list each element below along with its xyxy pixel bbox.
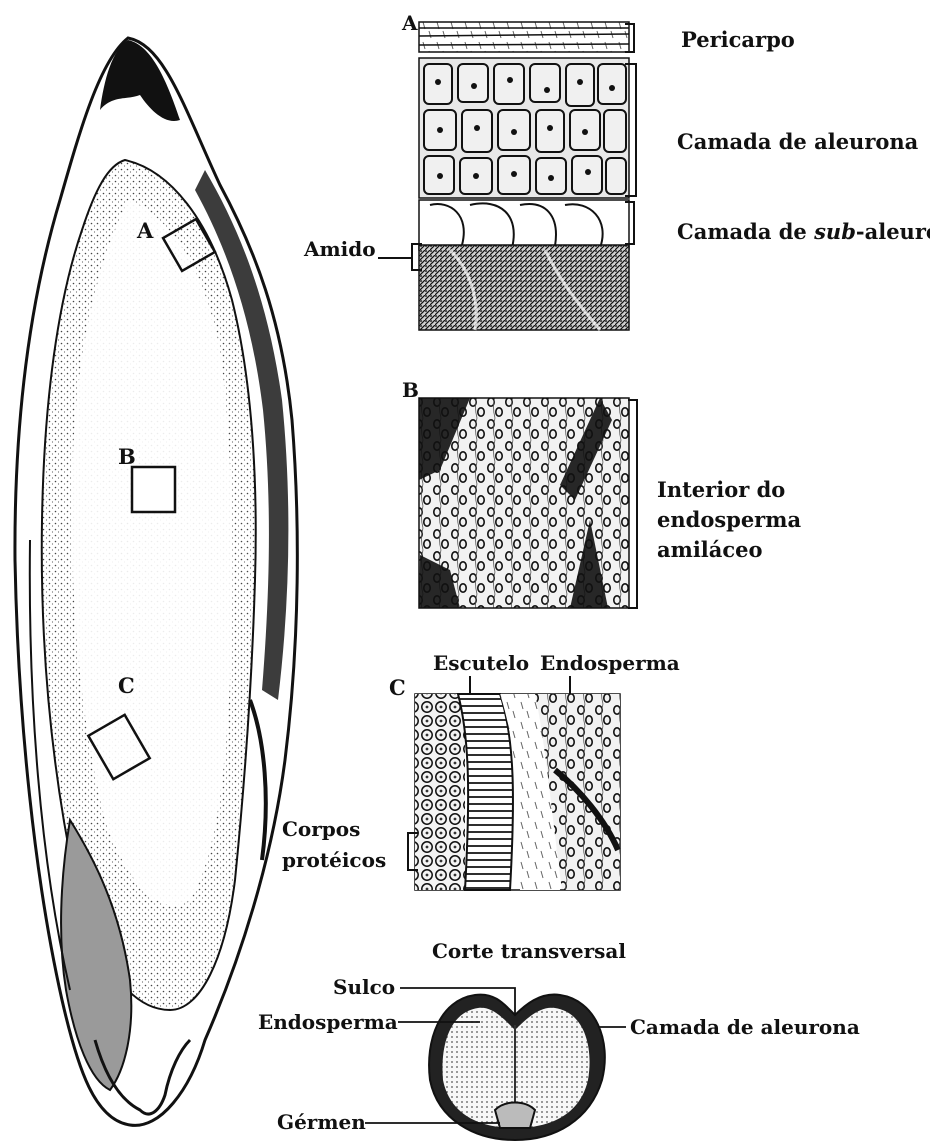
subaleurone-prefix: Camada de	[677, 219, 814, 244]
panel-c-letter: C	[389, 676, 406, 700]
cross-section-illustration	[365, 988, 626, 1140]
grain-region-a-label: A	[137, 219, 153, 243]
wheat-grain-longitudinal-section	[15, 38, 297, 1125]
cross-section-endosperm-label: Endosperma	[258, 1011, 398, 1034]
aleurone-layer-label: Camada de aleurona	[677, 130, 918, 154]
starch-label: Amido	[304, 238, 376, 261]
region-b-box	[132, 467, 175, 512]
panel-b-letter: B	[402, 379, 419, 402]
subaleurone-italic: sub	[814, 219, 856, 244]
endosperm-interior-label-line2: endosperma	[657, 508, 801, 532]
subaleurone-suffix: -aleurona	[856, 219, 930, 244]
protein-bodies-label-line2: protéicos	[282, 849, 386, 872]
protein-bodies-label-line1: Corpos	[282, 818, 360, 841]
panel-a-illustration	[378, 22, 636, 330]
panel-c-endosperm-label: Endosperma	[540, 652, 680, 675]
panel-a-letter: A	[402, 12, 418, 35]
panel-b-illustration	[419, 398, 637, 608]
scutellum-label: Escutelo	[433, 652, 529, 675]
subaleurone-layer-label: Camada de sub-aleurona	[677, 220, 930, 244]
pericarp-label: Pericarpo	[681, 28, 795, 52]
endosperm-interior-label-line3: amiláceo	[657, 538, 763, 562]
groove-label: Sulco	[333, 976, 395, 999]
cross-section-aleurone-label: Camada de aleurona	[630, 1016, 860, 1039]
panel-c-illustration	[408, 676, 620, 890]
germ-label: Gérmen	[277, 1111, 366, 1134]
grain-region-c-label: C	[118, 674, 135, 698]
grain-region-b-label: B	[118, 445, 136, 469]
endosperm-interior-label-line1: Interior do	[657, 478, 785, 502]
cross-section-title: Corte transversal	[432, 940, 626, 963]
